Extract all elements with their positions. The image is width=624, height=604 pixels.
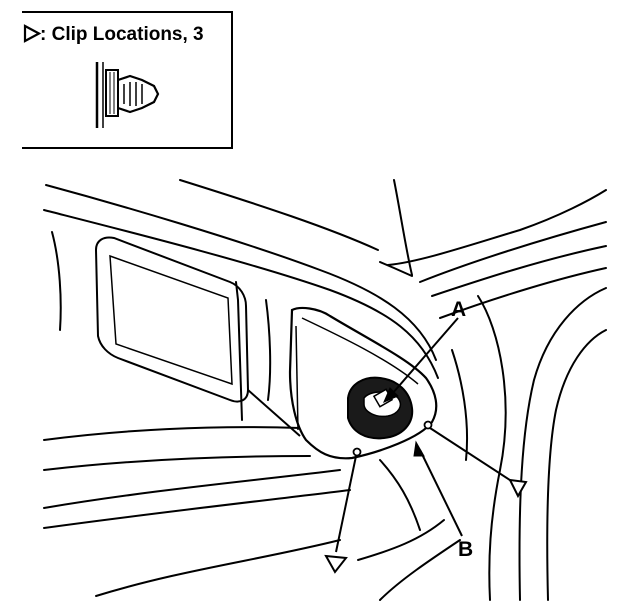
callout-b: B xyxy=(458,538,473,561)
door-frame-lines xyxy=(43,179,607,601)
legend-box: : Clip Locations, 3 xyxy=(22,11,233,149)
clip-point-2 xyxy=(423,420,433,430)
open-triangle-icon xyxy=(23,24,42,43)
leader-lines xyxy=(335,317,517,553)
clip-cross-section-icon xyxy=(95,62,160,128)
side-mirror xyxy=(94,236,301,437)
callout-a: A xyxy=(451,298,466,321)
clip-point-1 xyxy=(352,447,362,457)
clip-marker-triangle-1 xyxy=(324,554,348,574)
clip-marker-triangle-2 xyxy=(508,478,528,499)
legend-title: : Clip Locations, 3 xyxy=(40,24,204,45)
mirror-mount-cover xyxy=(288,306,438,460)
